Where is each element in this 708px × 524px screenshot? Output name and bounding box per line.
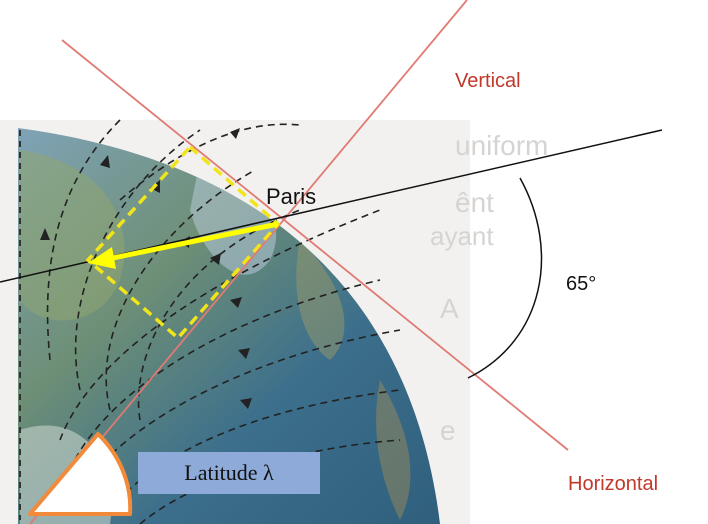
angle-arc	[467, 177, 543, 379]
bg-text-ent: ênt	[455, 187, 494, 218]
horizontal-label: Horizontal	[568, 473, 658, 495]
bg-text-e: e	[440, 415, 456, 446]
latitude-label: Latitude λ	[184, 460, 274, 485]
bg-text-uniform: uniform	[455, 130, 548, 161]
bg-text-ayant: ayant	[430, 221, 494, 251]
horizontal-line	[61, 39, 569, 451]
latitude-label-box: Latitude λ	[138, 452, 320, 494]
paris-label: Paris	[266, 184, 316, 209]
decomposition-rectangle	[85, 144, 281, 341]
vertical-label: Vertical	[455, 70, 521, 92]
latitude-wedge	[28, 432, 133, 516]
bg-text-a: A	[440, 293, 459, 324]
angle-label: 65°	[566, 273, 596, 295]
field-vector-arrow	[88, 221, 279, 269]
